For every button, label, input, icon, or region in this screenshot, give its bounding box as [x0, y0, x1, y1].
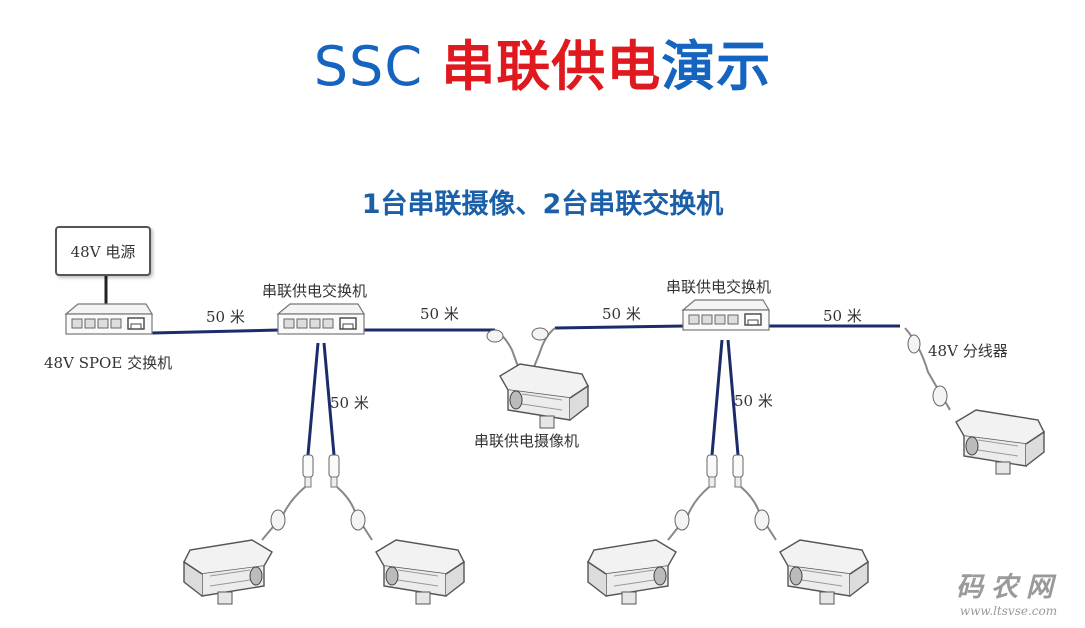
series-camera-label: 串联供电摄像机 [474, 432, 580, 450]
cable-lines [104, 272, 900, 456]
power-supply-label: 48V 电源 [70, 242, 136, 261]
diagram-subtitle: 1台串联摄像、2台串联交换机 [361, 189, 724, 220]
series-switch-1-label: 串联供电交换机 [262, 282, 368, 300]
title-series-power: 串联供电 [441, 35, 662, 98]
watermark: 码农网 www.ltsvse.com [956, 565, 1061, 618]
series-switch-2-label: 串联供电交换机 [666, 278, 772, 296]
splitter-label: 48V 分线器 [928, 342, 1008, 360]
splitter-camera-icon [904, 327, 1045, 475]
series-camera-icon [486, 327, 589, 429]
distance-label: 50 米 [206, 308, 245, 326]
poe-switch-icon [65, 303, 153, 335]
power-supply-box: 48V 电源 [55, 226, 151, 276]
series-switch-1-icon [277, 303, 365, 335]
distance-label: 50 米 [823, 307, 862, 325]
camera-group-right [587, 454, 869, 605]
page-title: SSC 串联供电演示 [0, 22, 1085, 101]
distance-label: 50 米 [330, 394, 369, 412]
distance-label: 50 米 [602, 305, 641, 323]
watermark-url: www.ltsvse.com [959, 604, 1058, 618]
title-ssc: SSC [313, 35, 442, 98]
distance-label: 50 米 [734, 392, 773, 410]
title-demo: 演示 [661, 35, 772, 98]
watermark-text: 码农网 [956, 572, 1061, 603]
distance-label: 50 米 [420, 305, 459, 323]
poe-switch-label: 48V SPOE 交换机 [44, 354, 173, 372]
camera-group-left [183, 454, 465, 605]
series-switch-2-icon [682, 299, 770, 331]
